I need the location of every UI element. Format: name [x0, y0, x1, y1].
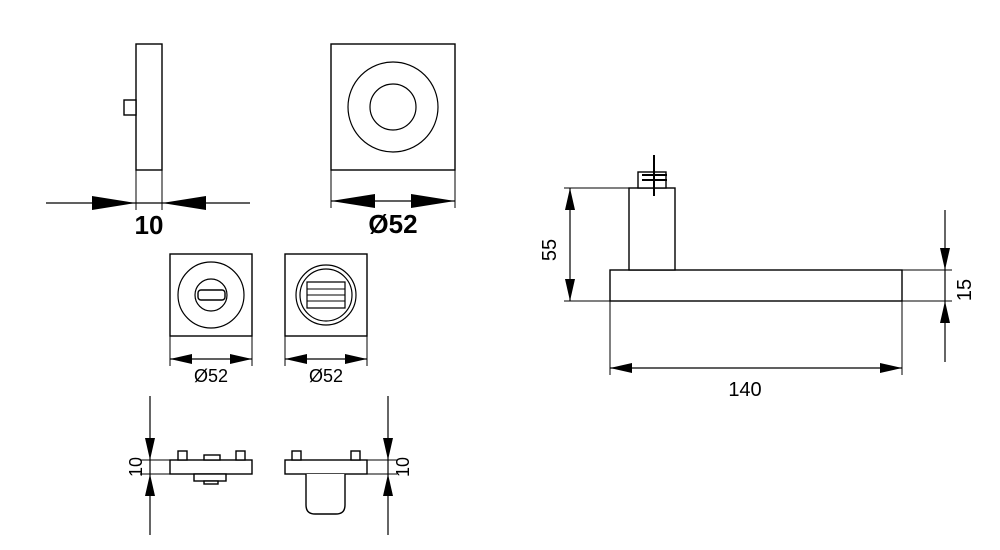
wc-turn-diameter-label: Ø52 — [194, 366, 228, 386]
wc-release-diameter-label: Ø52 — [309, 366, 343, 386]
rose-thickness-label: 10 — [135, 210, 164, 240]
lever-length-label: 140 — [728, 379, 761, 401]
rose-side-view — [46, 43, 250, 210]
wc-release-side-view — [284, 396, 397, 535]
wc-release-height-label: 10 — [393, 457, 413, 477]
wc-turn-front-view — [169, 253, 253, 366]
lever-height-label: 55 — [539, 239, 561, 261]
lever-side-view — [564, 155, 952, 375]
wc-turn-height-label: 10 — [126, 457, 146, 477]
wc-release-front-view — [284, 253, 368, 366]
wc-turn-side-view — [140, 396, 253, 535]
lever-thickness-label: 15 — [954, 279, 976, 301]
rose-front-view — [330, 43, 456, 208]
rose-diameter-label: Ø52 — [368, 209, 417, 239]
